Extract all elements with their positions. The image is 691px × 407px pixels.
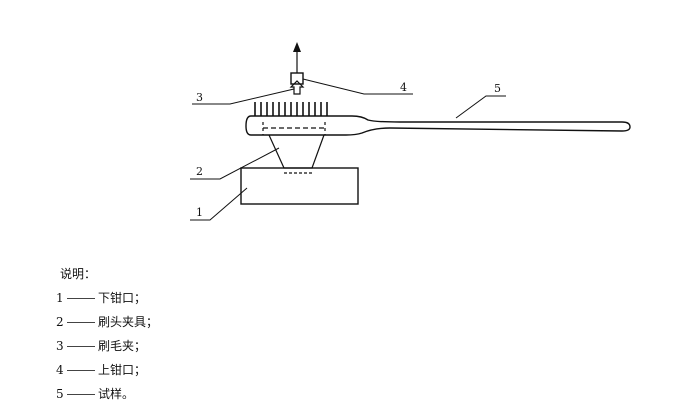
callout-1: 1	[196, 206, 203, 219]
legend-dash	[67, 297, 95, 299]
legend-dash	[67, 369, 95, 371]
callout-2: 2	[196, 165, 203, 178]
toothbrush-specimen	[245, 115, 631, 136]
bristles	[254, 102, 328, 116]
legend-dash	[67, 321, 95, 323]
legend-item-number: 1	[56, 291, 64, 305]
callout-3: 3	[196, 91, 203, 104]
legend: 说明： 1 下钳口； 2 刷头夹具； 3 刷毛夹； 4 上钳口； 5 试样。	[56, 262, 158, 406]
legend-item: 2 刷头夹具；	[56, 310, 158, 334]
legend-item: 5 试样。	[56, 382, 158, 406]
callout-5: 5	[494, 82, 501, 95]
test-setup-diagram: 3 4 5 2 1	[190, 42, 631, 221]
legend-item-text: 刷毛夹；	[98, 339, 147, 353]
legend-item-text: 上钳口；	[98, 363, 147, 377]
lower-jaw	[240, 167, 359, 205]
legend-item-number: 3	[56, 339, 64, 353]
legend-title: 说明：	[60, 267, 97, 281]
upper-jaw	[290, 72, 304, 85]
legend-item: 1 下钳口；	[56, 286, 158, 310]
legend-item: 3 刷毛夹；	[56, 334, 158, 358]
leader-lines	[190, 78, 506, 221]
legend-item-number: 5	[56, 387, 64, 401]
legend-dash	[67, 345, 95, 347]
legend-item-text: 下钳口；	[98, 291, 147, 305]
brush-head-fixture	[262, 122, 326, 174]
legend-item-text: 刷头夹具；	[98, 315, 159, 329]
legend-item-number: 4	[56, 363, 64, 377]
callout-4: 4	[400, 81, 407, 94]
bristle-clamp	[289, 80, 305, 95]
pull-arrow	[293, 42, 301, 73]
legend-dash	[67, 393, 95, 395]
legend-item-number: 2	[56, 315, 64, 329]
legend-item-text: 试样。	[98, 387, 135, 401]
legend-item: 4 上钳口；	[56, 358, 158, 382]
